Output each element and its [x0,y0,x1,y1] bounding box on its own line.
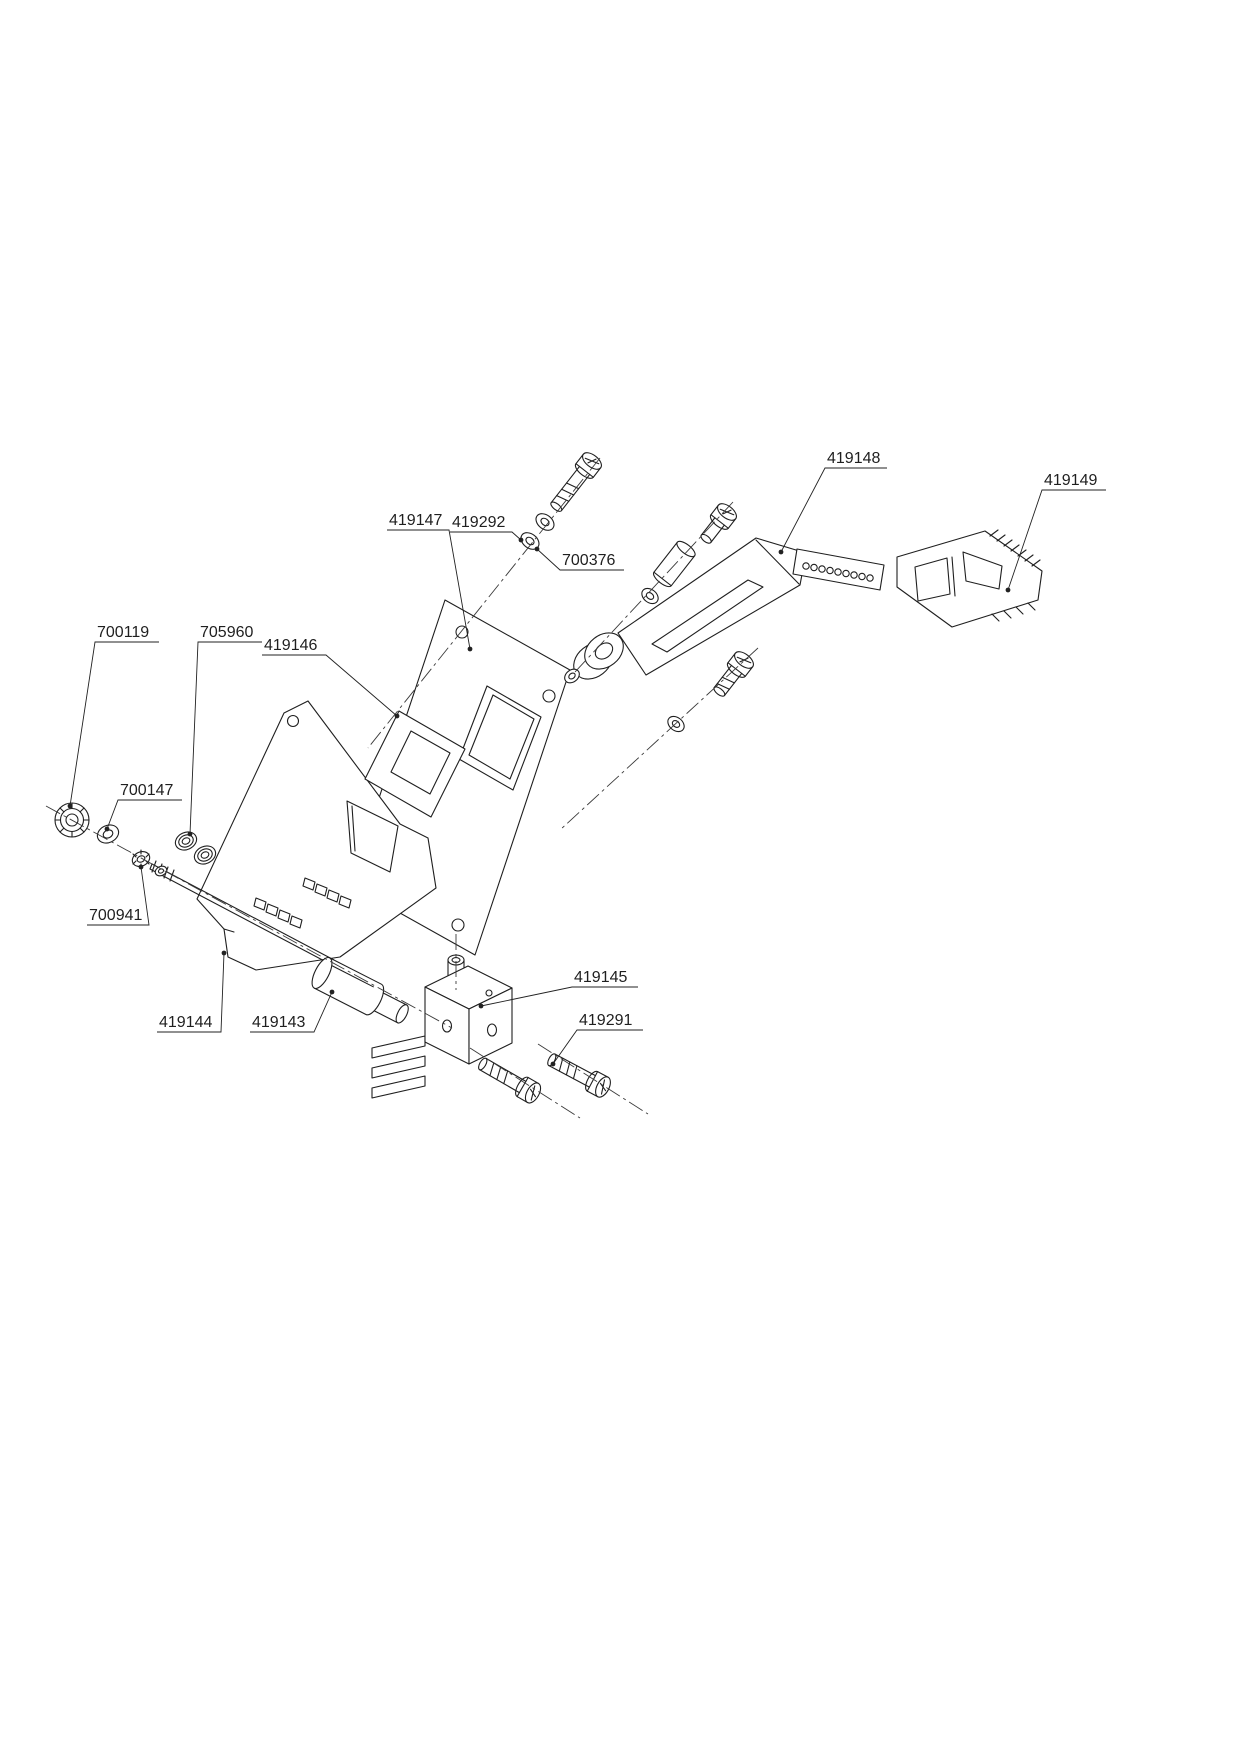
part-705960-bearings [174,831,217,865]
callout-labels: 419148 419149 419147 419292 700376 700119 7059… [67,450,1106,1067]
leader-line [262,654,398,717]
leader-line [480,986,638,1007]
leader-line [780,467,887,553]
part-419291-screw-1 [478,1057,542,1104]
leader-dot [138,864,144,870]
part-screw-top [550,452,602,512]
leader-line [87,866,150,926]
part-number-label: 419143 [252,1014,305,1031]
leader-dot [478,1003,484,1009]
part-callout-705960: 705960 [187,624,262,837]
part-419149-pedal-frame [896,529,1043,628]
part-callout-700147: 700147 [104,782,182,832]
leader-dot [534,546,540,552]
part-419145-valve-block [371,954,513,1099]
leader-line [157,952,225,1033]
part-callout-419144: 419144 [157,950,227,1033]
part-700147-washer [96,824,120,844]
part-bolt-lower-right [713,651,754,697]
leader-line [552,1029,643,1065]
part-callout-419148: 419148 [778,450,887,555]
part-callout-419145: 419145 [478,969,638,1009]
leader-dot [221,950,227,956]
part-number-label: 419146 [264,637,317,654]
part-callout-700376: 700376 [534,546,624,571]
leader-line [189,641,262,835]
leader-dot [187,831,193,837]
leader-dot [467,646,473,652]
leader-line [69,641,159,807]
part-419143-cylinder-pin [311,956,409,1024]
part-number-label: 419292 [452,514,505,531]
part-number-label: 419291 [579,1012,632,1029]
part-number-label: 700119 [97,624,149,641]
leader-dot [394,713,400,719]
part-washer-upper-right [641,587,659,605]
part-pivot-screw-shaft [149,860,335,966]
assembly-centerlines [45,457,759,1119]
leader-dot [104,826,110,832]
part-callout-419149: 419149 [1005,472,1106,593]
part-number-label: 419144 [159,1014,212,1031]
part-700376-washer [535,513,555,531]
leader-line [536,548,624,571]
part-number-label: 419147 [389,512,442,529]
part-419144-bracket [196,700,437,971]
leader-line [450,531,522,541]
leader-line [1007,489,1106,591]
part-number-label: 705960 [200,624,253,641]
leader-dot [329,989,335,995]
part-callout-419146: 419146 [262,637,400,719]
part-419146-gasket-plate [364,710,466,818]
part-callout-419292: 419292 [450,514,524,543]
part-callout-419147: 419147 [387,512,473,652]
part-number-label: 700941 [89,907,142,924]
leader-dot [778,549,784,555]
part-callout-419143: 419143 [250,989,335,1033]
leader-dot [1005,587,1011,593]
leader-line [387,529,471,650]
part-700941-lock-washer [131,849,168,877]
leader-dot [518,537,524,543]
part-number-label: 419149 [1044,472,1097,489]
part-419291-screw-2 [547,1053,611,1098]
leader-line [106,799,182,830]
leader-dot [67,803,73,809]
part-bolt-upper-right [700,503,737,544]
part-number-label: 419148 [827,450,880,467]
part-callout-419291: 419291 [550,1012,643,1067]
part-callout-700119: 700119 [67,624,159,809]
leader-line [250,991,333,1033]
part-callout-700941: 700941 [87,864,150,926]
part-number-label: 419145 [574,969,627,986]
leader-dot [550,1061,556,1067]
part-419148-pivot-arm [564,537,885,684]
part-spacer-sleeve [652,540,696,588]
part-number-label: 700376 [562,552,615,569]
part-number-label: 700147 [120,782,173,799]
